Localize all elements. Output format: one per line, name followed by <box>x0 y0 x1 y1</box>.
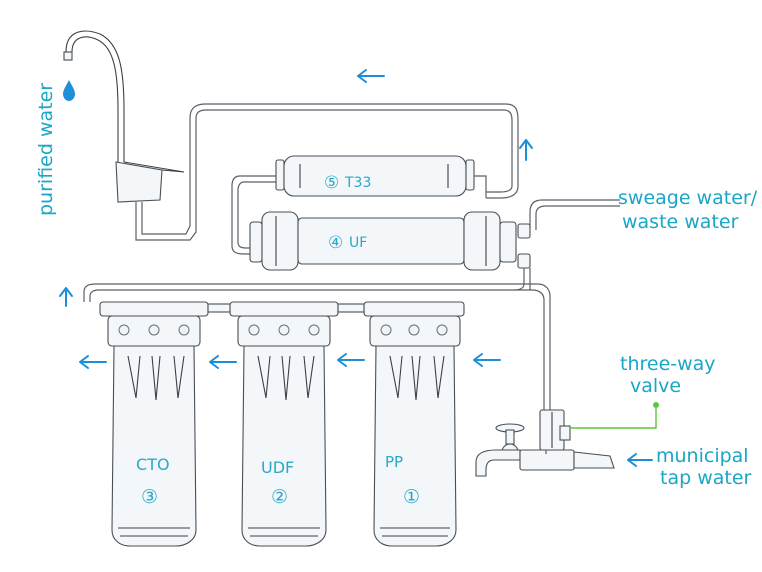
tap-icon <box>475 423 615 477</box>
purified-water-label: purified water <box>35 83 57 216</box>
three-way-valve <box>539 409 571 451</box>
faucet <box>63 30 519 241</box>
three-way-label-line2: valve <box>630 375 681 397</box>
sewage-label-line2: waste water <box>622 211 739 233</box>
tap-water-label-line1: municipal <box>656 445 749 467</box>
water-drop-icon <box>63 80 75 101</box>
filter-stage2-udf: UDF ② <box>229 301 339 547</box>
filter2-number: ② <box>271 486 288 508</box>
three-way-label-line1: three-way <box>620 353 716 375</box>
filter-stage5-t33: ⑤ T33 <box>231 155 487 255</box>
filter-stage4-uf: ④ UF <box>249 199 620 291</box>
valve-leader-dot <box>653 402 659 408</box>
tap-water-label-line2: tap water <box>660 467 752 489</box>
filter1-name: PP <box>385 453 403 471</box>
filter4-name: UF <box>349 235 367 251</box>
filter3-name: CTO <box>136 455 170 474</box>
flow-arrow-icon <box>59 69 653 467</box>
filter1-number: ① <box>403 486 420 508</box>
filter5-name: T33 <box>344 175 371 191</box>
filter3-number: ③ <box>141 486 158 508</box>
filter4-number: ④ <box>328 233 343 253</box>
filter-stage3-cto: CTO ③ <box>99 301 209 547</box>
filter5-number: ⑤ <box>324 173 339 193</box>
valve-leader-line <box>570 408 657 429</box>
sewage-label-line1: sweage water/ <box>618 187 758 209</box>
filter2-name: UDF <box>261 458 294 477</box>
filter-stage1-pp: PP ① <box>363 301 465 547</box>
